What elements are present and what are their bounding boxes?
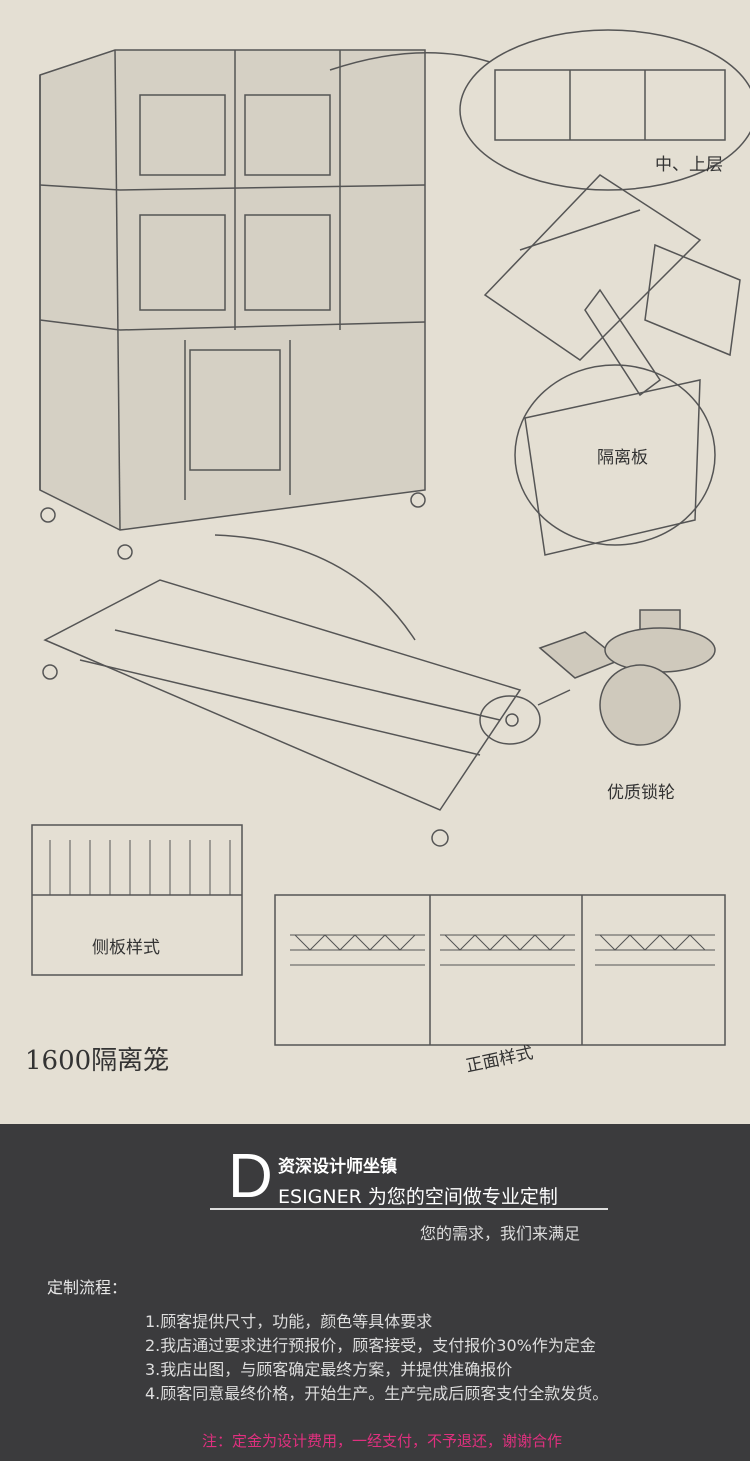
arrow-to-base — [214, 534, 416, 641]
detail-circle-top — [459, 29, 750, 191]
designer-subtitle: ESIGNER 为您的空间做专业定制 — [278, 1186, 558, 1208]
cage-main-drawing — [39, 49, 426, 560]
process-step: 1.顾客提供尺寸，功能，颜色等具体要求 — [145, 1312, 433, 1331]
open-cabinet-drawing — [483, 174, 741, 397]
label-caster: 优质锁轮 — [607, 783, 675, 803]
caster-drawing — [538, 609, 716, 746]
process-step: 4.顾客同意最终价格，开始生产。生产完成后顾客支付全款发货。 — [145, 1384, 609, 1403]
deposit-note: 注：定金为设计费用，一经支付，不予退还，谢谢合作 — [202, 1432, 563, 1450]
detail-circle-divider — [514, 364, 716, 546]
label-side-panel: 侧板样式 — [92, 938, 160, 958]
process-steps: 1.顾客提供尺寸，功能，颜色等具体要求 2.我店通过要求进行预报价，顾客接受，支… — [145, 1310, 608, 1406]
cage-sketch-illustration — [31, 29, 750, 1046]
designer-title: 资深设计师坐镇 — [278, 1157, 397, 1177]
product-sketch-area: 中、上层 隔离板 优质锁轮 侧板样式 正面样式 1600隔离笼 — [0, 0, 750, 1124]
label-divider-panel: 隔离板 — [597, 448, 648, 468]
caster-callout-circle — [479, 695, 541, 745]
divider-line — [210, 1208, 608, 1210]
base-frame-drawing — [42, 579, 522, 847]
arrow-to-detail — [329, 52, 491, 71]
product-name: 1600隔离笼 — [25, 1046, 170, 1076]
designer-section: D 资深设计师坐镇 ESIGNER 为您的空间做专业定制 您的需求，我们来满足 … — [0, 1124, 750, 1461]
front-panel-drawing — [274, 894, 726, 1046]
designer-tagline: 您的需求，我们来满足 — [420, 1224, 581, 1243]
label-middle-upper: 中、上层 — [655, 155, 723, 175]
designer-big-letter: D — [228, 1142, 273, 1211]
process-step: 2.我店通过要求进行预报价，顾客接受，支付报价30%作为定金 — [145, 1336, 596, 1355]
side-panel-drawing — [31, 824, 243, 976]
process-step: 3.我店出图，与顾客确定最终方案，并提供准确报价 — [145, 1360, 513, 1379]
process-heading: 定制流程： — [47, 1278, 128, 1297]
